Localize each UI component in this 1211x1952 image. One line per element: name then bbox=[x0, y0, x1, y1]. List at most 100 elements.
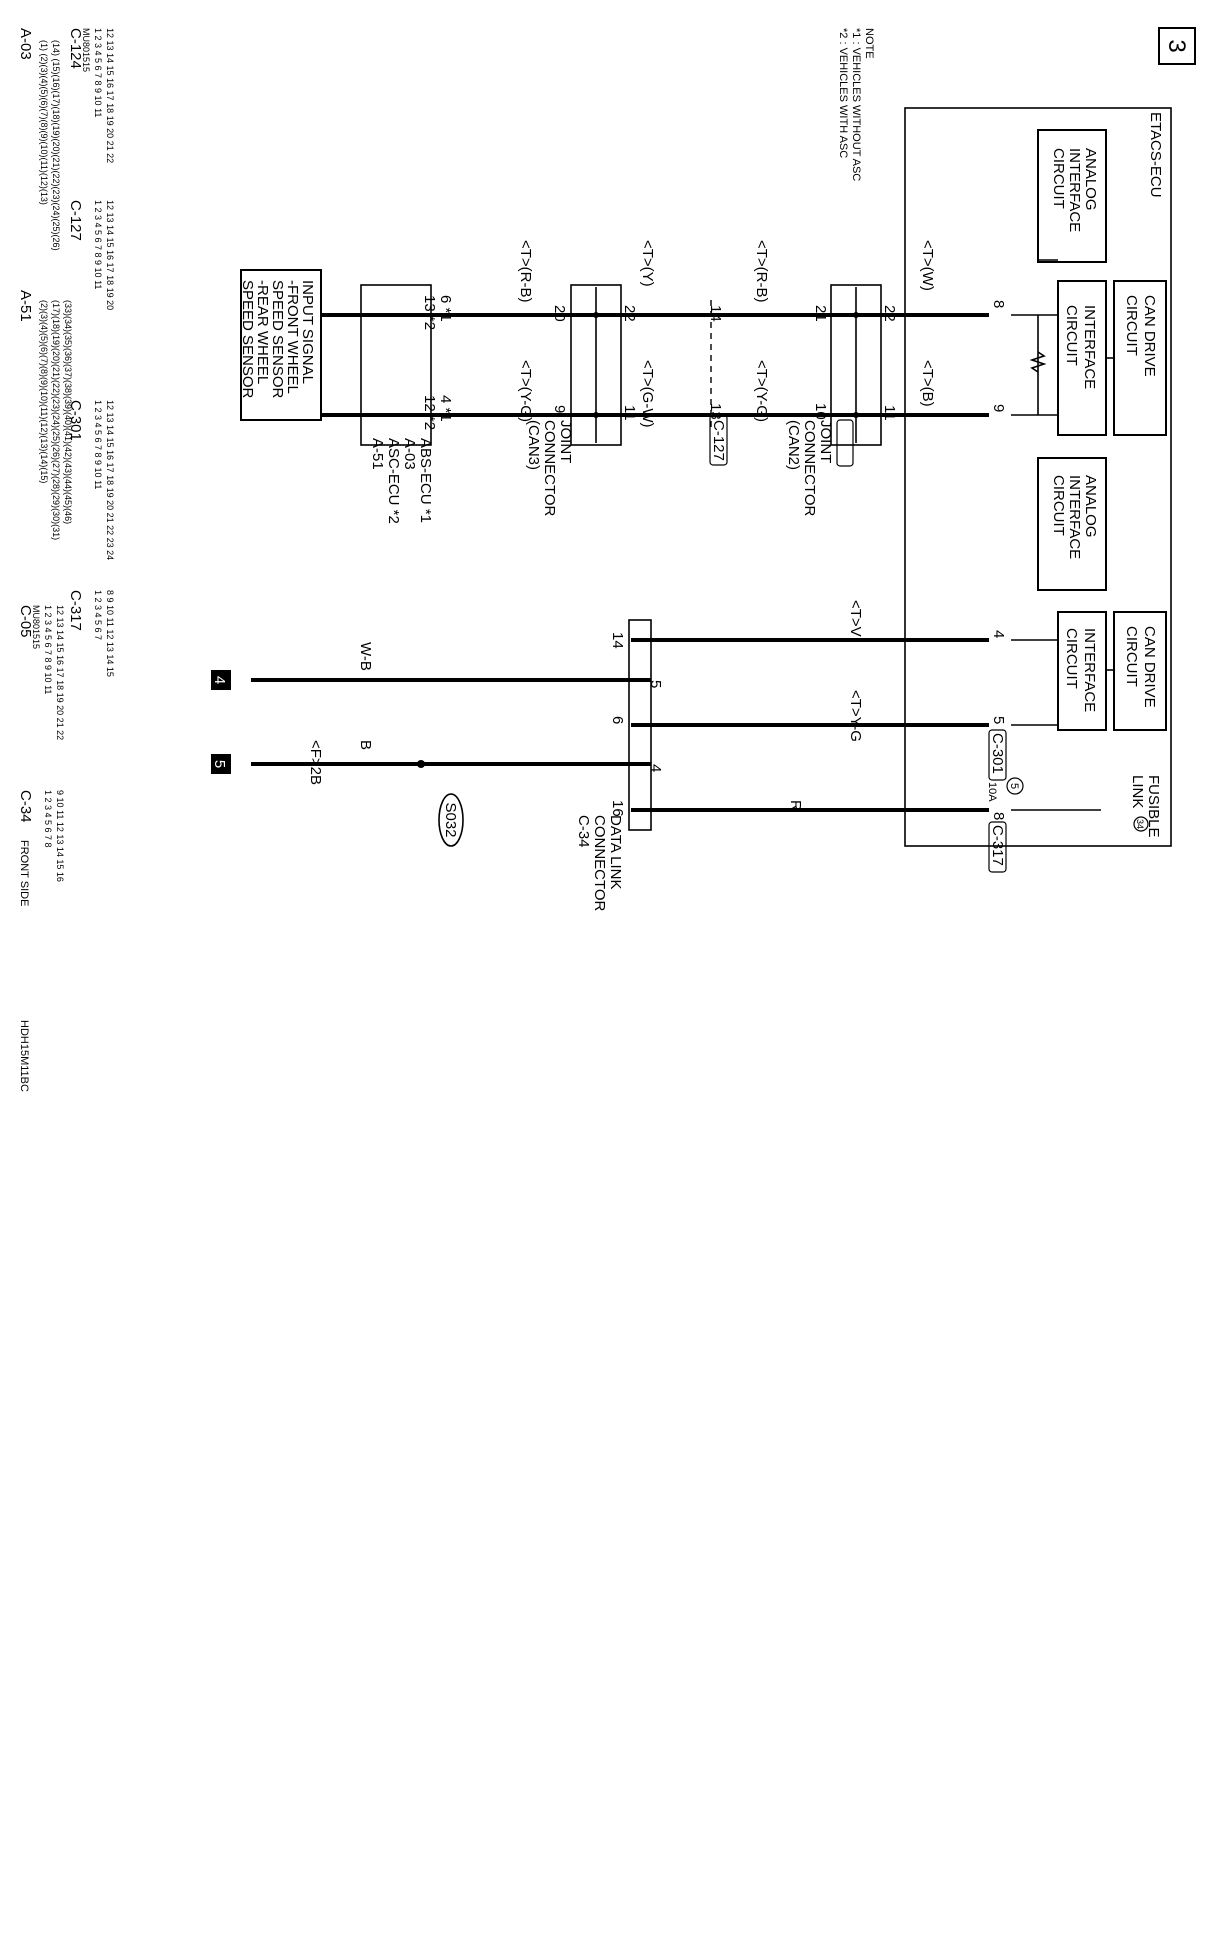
joint-can2-pin-10: 10 bbox=[812, 403, 829, 420]
connector-c124: C-124 MU801515 1 2 3 4 5 6 7 8 9 10 11 1… bbox=[67, 28, 115, 163]
connector-c317: C-317 1 2 3 4 5 6 7 8 9 10 11 12 13 14 1… bbox=[67, 590, 115, 677]
asc-ecu-connector: A-51 bbox=[369, 438, 386, 470]
joint-connector-can3 bbox=[570, 284, 622, 446]
dlc-name-l2: CONNECTOR bbox=[591, 815, 608, 912]
note-title: NOTE bbox=[863, 28, 875, 59]
joint-can3-pin-20: 20 bbox=[551, 305, 568, 322]
svg-text:1 2 3 4 5 6 7 8 9 10 11: 1 2 3 4 5 6 7 8 9 10 11 bbox=[43, 605, 53, 694]
wire-label-yg-a: <T>(Y-G) bbox=[753, 360, 770, 422]
abs-pin-left-2: 13 *2 bbox=[421, 295, 438, 330]
etacs-pin-5: 5 bbox=[990, 716, 1007, 724]
c127-label: C-127 bbox=[710, 420, 727, 461]
svg-text:8 9 10 11 12 13 14 15: 8 9 10 11 12 13 14 15 bbox=[105, 590, 115, 677]
svg-text:FRONT SIDE: FRONT SIDE bbox=[18, 840, 30, 906]
dlc-wire-label-yg: <T>Y-G bbox=[847, 690, 864, 742]
svg-text:C-05: C-05 bbox=[17, 605, 34, 638]
svg-text:1 2 3 4 5 6 7: 1 2 3 4 5 6 7 bbox=[93, 590, 103, 640]
interface-b bbox=[1057, 611, 1107, 731]
interface-a-l2: CIRCUIT bbox=[1063, 305, 1080, 366]
asc-ecu-name: ASC-ECU *2 bbox=[385, 438, 402, 524]
joint-can3-dot-b bbox=[593, 412, 599, 418]
dlc-pin-6: 6 bbox=[609, 716, 626, 724]
figure-id: HDH15M11BC bbox=[18, 1020, 30, 1092]
analog-b-l3: CIRCUIT bbox=[1050, 475, 1067, 536]
svg-text:1 2 3 4 5 6 7 8 9 10 11: 1 2 3 4 5 6 7 8 9 10 11 bbox=[93, 400, 103, 489]
note-line-2: *2 : VEHICLES WITH ASC bbox=[837, 28, 849, 158]
joint-can3-name-l3: (CAN3) bbox=[525, 420, 542, 470]
terminator-resistor bbox=[1029, 351, 1047, 373]
svg-text:(14) (15)(16)(17)(18)(19)(20)(: (14) (15)(16)(17)(18)(19)(20)(21)(22)(23… bbox=[51, 40, 61, 251]
joint-can2-name-l1: JOINT bbox=[817, 420, 834, 463]
svg-text:(33)(34)(35)(36)(37)(38)(39)(4: (33)(34)(35)(36)(37)(38)(39)(40)(41)(42)… bbox=[63, 300, 73, 524]
svg-text:1 2 3 4 5 6 7 8 9 10 11: 1 2 3 4 5 6 7 8 9 10 11 bbox=[93, 200, 103, 289]
svg-text:C-34: C-34 bbox=[17, 790, 34, 823]
dlc-name-l1: DATA LINK bbox=[607, 815, 624, 889]
joint-connector-can2 bbox=[830, 284, 882, 446]
wire-label-gw: <T>(G-W) bbox=[639, 360, 656, 428]
svg-text:C-124: C-124 bbox=[67, 28, 84, 69]
dlc-wire-label-v: <T>V bbox=[847, 600, 864, 637]
fuse-num: 5 bbox=[1008, 783, 1020, 789]
joint-can2-pin-22: 22 bbox=[881, 305, 898, 322]
abs-ecu-name: ABS-ECU *1 bbox=[417, 438, 434, 523]
ground-4-label: 4 bbox=[211, 676, 228, 684]
dlc-connector-label: C-34 bbox=[575, 815, 592, 848]
page-number-box bbox=[1158, 27, 1196, 65]
dlc-wire-label-r: R bbox=[787, 800, 804, 811]
svg-text:12 13 14 15 16 17 18 19 20: 12 13 14 15 16 17 18 19 20 bbox=[105, 200, 115, 310]
conn-c301-label: C-301 bbox=[989, 733, 1006, 774]
joint-can2-pin-21: 21 bbox=[812, 305, 829, 322]
joint-can3-pin-22: 22 bbox=[621, 305, 638, 322]
can-drive-a-l1: CAN DRIVE bbox=[1141, 295, 1158, 377]
interface-b-l1: INTERFACE bbox=[1081, 628, 1098, 712]
joint-can3-name-l2: CONNECTOR bbox=[541, 420, 558, 517]
interface-b-l2: CIRCUIT bbox=[1063, 628, 1080, 689]
dlc-pin-4: 4 bbox=[647, 764, 664, 772]
splice-tag bbox=[438, 793, 464, 847]
svg-text:12 13 14 15 16 17 18 19 20 21: 12 13 14 15 16 17 18 19 20 21 22 bbox=[105, 28, 115, 163]
fusible-link-l1: FUSIBLE bbox=[1145, 775, 1162, 838]
wire-label-w: <T>(W) bbox=[919, 240, 936, 291]
svg-text:C-127: C-127 bbox=[67, 200, 84, 241]
ground-label-wb: W-B bbox=[357, 642, 374, 671]
connector-c127: C-127 1 2 3 4 5 6 7 8 9 10 11 12 13 14 1… bbox=[67, 200, 115, 310]
dlc-pin-14: 14 bbox=[609, 632, 626, 649]
c127-tag bbox=[709, 414, 728, 466]
analog-a-l3: CIRCUIT bbox=[1050, 148, 1067, 209]
abs-pin-right-2: 12 *2 bbox=[421, 395, 438, 430]
svg-text:(17)(18)(19)(20)(21)(22)(23)(2: (17)(18)(19)(20)(21)(22)(23)(24)(25)(26)… bbox=[51, 300, 61, 540]
can-drive-b-l2: CIRCUIT bbox=[1123, 626, 1140, 687]
connector-c05: C-05 MU801515 1 2 3 4 5 6 7 8 9 10 11 12… bbox=[17, 605, 65, 740]
etacs-pin-8b: 8 bbox=[990, 812, 1007, 820]
dlc-pin-16: 16 bbox=[609, 800, 626, 817]
svg-text:(2)(3)(4)(5)(6)(7)(8)(9)(10)(1: (2)(3)(4)(5)(6)(7)(8)(9)(10)(11)(12)(13)… bbox=[39, 300, 49, 483]
joint-can2-dot-a bbox=[853, 312, 859, 318]
conn-c317-tag bbox=[988, 821, 1007, 873]
can-drive-b-l1: CAN DRIVE bbox=[1141, 626, 1158, 708]
joint-can3-name-l1: JOINT bbox=[557, 420, 574, 463]
svg-text:1 2 3 4 5 6 7 8 9 10 11: 1 2 3 4 5 6 7 8 9 10 11 bbox=[93, 28, 103, 117]
etacs-pin-9: 9 bbox=[990, 404, 1007, 412]
input-signal-l2: -FRONT WHEEL bbox=[284, 280, 301, 394]
input-signal-l3: SPEED SENSOR bbox=[269, 280, 286, 399]
ground-5-label: 5 bbox=[211, 760, 228, 768]
connector-a51: A-51 (2)(3)(4)(5)(6)(7)(8)(9)(10)(11)(12… bbox=[17, 290, 73, 540]
can-drive-a-l2: CIRCUIT bbox=[1123, 295, 1140, 356]
fuse-rating: 10A bbox=[986, 782, 998, 802]
svg-text:12 13 14 15 16 17 18 19 20 21: 12 13 14 15 16 17 18 19 20 21 22 23 24 bbox=[105, 400, 115, 560]
can-drive-b bbox=[1113, 611, 1167, 731]
analog-b-l1: ANALOG bbox=[1082, 475, 1099, 538]
fusible-link-l2: LINK bbox=[1129, 775, 1146, 808]
svg-text:MU801515: MU801515 bbox=[31, 605, 41, 649]
ground-label-f2b: <F>2B bbox=[307, 740, 324, 785]
ground-5-marker bbox=[211, 754, 231, 774]
connector-c34: C-34 FRONT SIDE 1 2 3 4 5 6 7 8 9 10 11 … bbox=[17, 790, 65, 906]
analog-a-l2: INTERFACE bbox=[1066, 148, 1083, 232]
etacs-pin-8: 8 bbox=[990, 300, 1007, 308]
connector-c301: C-301 1 2 3 4 5 6 7 8 9 10 11 12 13 14 1… bbox=[67, 400, 115, 560]
wire-label-y: <T>(Y) bbox=[639, 240, 656, 287]
svg-text:1 2 3 4 5 6 7 8: 1 2 3 4 5 6 7 8 bbox=[43, 790, 53, 848]
joint-can2-name-l3: (CAN2) bbox=[785, 420, 802, 470]
etacs-pin-4: 4 bbox=[990, 630, 1007, 638]
